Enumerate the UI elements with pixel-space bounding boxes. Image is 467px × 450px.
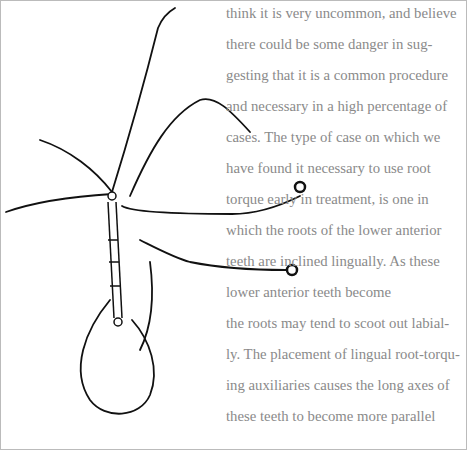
body-text-line: think it is very uncommon, and believe [226, 4, 457, 22]
body-text-line: torque early in treatment, is one in [226, 190, 429, 208]
text-column: think it is very uncommon, and believe th… [226, 0, 462, 450]
body-text-line: there could be some danger in sug- [226, 35, 432, 53]
body-text-line: which the roots of the lower anterior [226, 221, 441, 239]
body-text-line: lower anterior teeth become [226, 283, 391, 301]
body-text-line: cases. The type of case on which we [226, 128, 440, 146]
body-text-line: the roots may tend to scoot out labial- [226, 314, 449, 332]
body-text-line: ly. The placement of lingual root-torqu- [226, 345, 460, 363]
body-text-line: and necessary in a high percentage of [226, 97, 447, 115]
torquing-auxiliary [108, 192, 122, 326]
body-text-line: have found it necessary to use root [226, 159, 431, 177]
body-text-line: teeth are inclined lingually. As these [226, 252, 440, 270]
body-text-line: gesting that it is a common procedure [226, 66, 448, 84]
bracket-ring [295, 182, 305, 192]
body-text-line: these teeth to become more parallel [226, 407, 435, 425]
body-text-line: ing auxiliaries causes the long axes of [226, 376, 450, 394]
